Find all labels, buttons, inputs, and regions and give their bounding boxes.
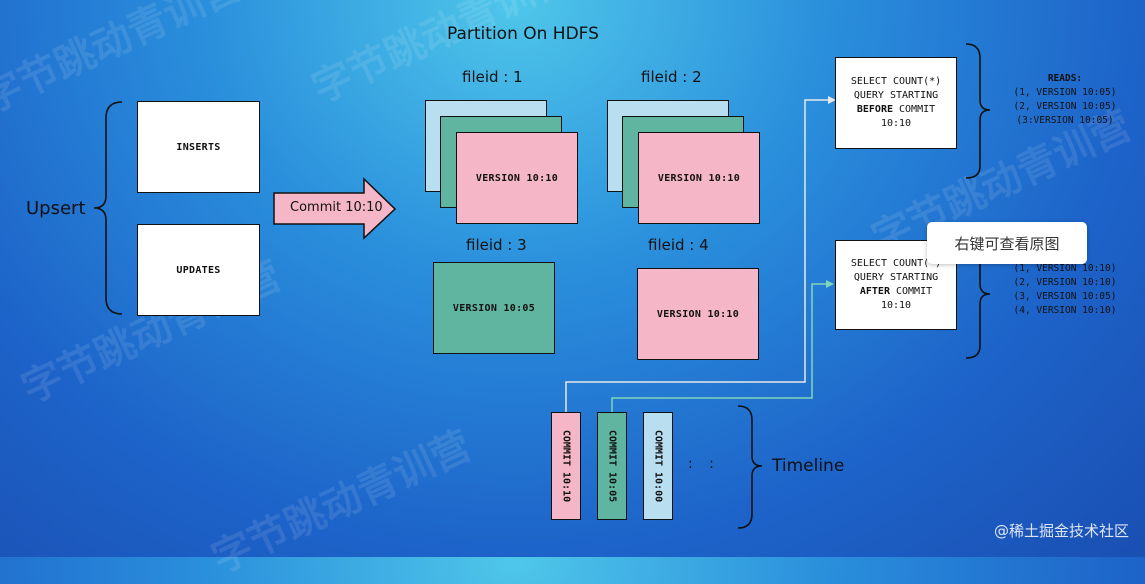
timeline-label: Timeline <box>772 456 845 476</box>
timeline-brace <box>737 405 763 529</box>
credit-text: @稀土掘金技术社区 <box>993 522 1129 540</box>
query-before-rest: COMMIT <box>892 104 936 115</box>
updates-label: UPDATES <box>176 264 221 276</box>
reads-before-brace <box>965 43 991 179</box>
file-1-version-label: VERSION 10:10 <box>475 172 559 184</box>
file-4-version-label: VERSION 10:10 <box>656 308 740 320</box>
timeline-ellipsis: : : <box>688 456 720 472</box>
commit-1010-label: COMMIT 10:10 <box>560 429 572 503</box>
reads-after-line: (2, VERSION 10:10) <box>1013 277 1117 288</box>
commit-1000: COMMIT 10:00 <box>643 412 673 520</box>
query-before-bold: BEFORE <box>856 104 893 115</box>
query-before-box: SELECT COUNT(*) QUERY STARTING BEFORE CO… <box>835 57 957 149</box>
connector-lines <box>93 43 991 529</box>
reads-before-line: (3:VERSION 10:05) <box>1016 115 1114 126</box>
reads-after: (1, VERSION 10:10) (2, VERSION 10:10) (3… <box>995 262 1135 318</box>
reads-before: READS: (1, VERSION 10:05) (2, VERSION 10… <box>995 72 1135 128</box>
query-before-line3: BEFORE COMMIT <box>857 103 935 117</box>
commit-arrow-label: Commit 10:10 <box>290 200 383 215</box>
query-after-bold: AFTER <box>859 286 890 297</box>
query-before-line1: SELECT COUNT(*) <box>850 76 942 87</box>
reads-before-line: (1, VERSION 10:05) <box>1013 87 1117 98</box>
reads-after-line: (3, VERSION 10:05) <box>1013 291 1117 302</box>
connector-after <box>611 283 826 412</box>
commit-1005-label: COMMIT 10:05 <box>606 429 618 503</box>
file-1-version-latest: VERSION 10:10 <box>456 132 578 224</box>
file-3-version-label: VERSION 10:05 <box>452 302 536 314</box>
query-before-line2: QUERY STARTING <box>853 90 939 101</box>
inserts-label: INSERTS <box>176 141 221 153</box>
query-after-line3: AFTER COMMIT <box>860 285 932 299</box>
inserts-box: INSERTS <box>137 101 260 193</box>
commit-1000-label: COMMIT 10:00 <box>652 429 664 503</box>
fileid-2-label: fileid : 2 <box>641 68 702 86</box>
updates-box: UPDATES <box>137 224 260 316</box>
commit-arrow-shape <box>273 177 397 240</box>
file-2-version-label: VERSION 10:10 <box>657 172 741 184</box>
reads-before-line: (2, VERSION 10:05) <box>1013 101 1117 112</box>
commit-1010: COMMIT 10:10 <box>551 412 581 520</box>
file-3-version: VERSION 10:05 <box>433 262 555 354</box>
query-after-rest: COMMIT <box>889 286 933 297</box>
query-after-line1: SELECT COUNT(*) <box>850 258 942 269</box>
reads-after-line: (4, VERSION 10:10) <box>1013 305 1117 316</box>
upsert-brace <box>93 101 123 315</box>
file-4-version: VERSION 10:10 <box>637 268 759 360</box>
file-2-version-latest: VERSION 10:10 <box>638 132 760 224</box>
query-after-time: 10:10 <box>880 300 912 311</box>
query-after-line2: QUERY STARTING <box>853 272 939 283</box>
reads-before-line: READS: <box>1047 73 1083 84</box>
fileid-1-label: fileid : 1 <box>462 68 523 86</box>
upsert-label: Upsert <box>26 198 86 219</box>
page-title: Partition On HDFS <box>447 24 599 44</box>
view-original-tooltip[interactable]: 右键可查看原图 <box>927 222 1087 264</box>
connector-before <box>565 99 828 412</box>
query-before-time: 10:10 <box>880 118 912 129</box>
fileid-3-label: fileid : 3 <box>466 236 527 254</box>
fileid-4-label: fileid : 4 <box>648 236 709 254</box>
commit-1005: COMMIT 10:05 <box>597 412 627 520</box>
reads-after-line: (1, VERSION 10:10) <box>1013 263 1117 274</box>
